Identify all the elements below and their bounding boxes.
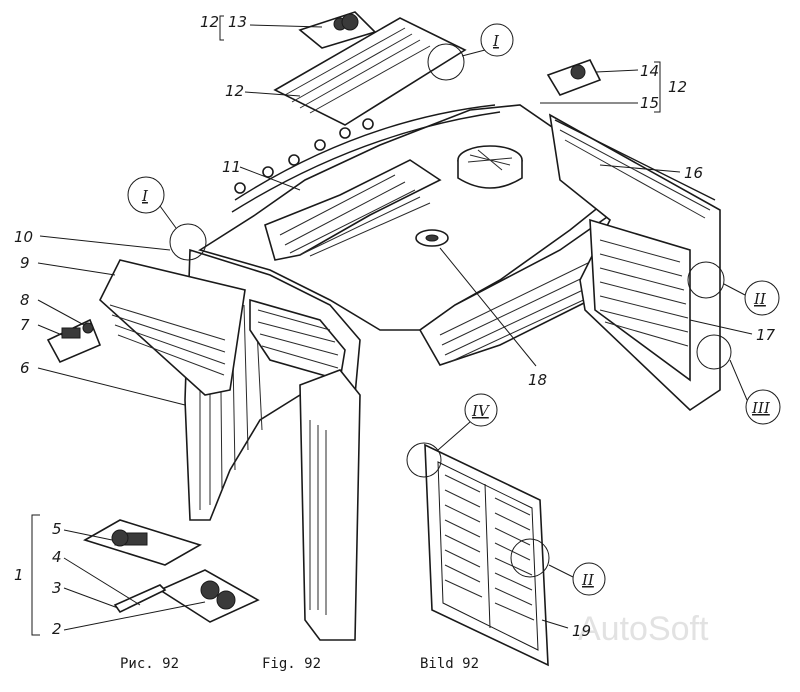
detail-circle-iii-right	[745, 389, 781, 425]
part-labels: 12 13 12 14 15 12 16 11 10 9 8 7 6 17 18…	[14, 13, 776, 640]
detail-circle-i-left	[127, 176, 165, 214]
label-6: 6	[20, 359, 30, 377]
front-grille	[424, 443, 549, 667]
detail-label-ii-grille: II	[581, 571, 595, 589]
fastener-details	[31, 13, 602, 636]
label-13: 13	[228, 13, 247, 31]
detail-label-ii-right: II	[753, 290, 767, 308]
label-14: 14	[640, 62, 659, 80]
detail-label-i-top: I	[492, 32, 500, 50]
label-7: 7	[20, 316, 30, 334]
caption-en: Fig. 92	[262, 656, 321, 672]
label-11: 11	[222, 158, 241, 176]
detail-circle-iv-grille	[464, 393, 498, 427]
left-flap-panel	[99, 259, 246, 396]
hood-assembly	[184, 104, 626, 641]
label-16: 16	[684, 164, 703, 182]
label-5: 5	[52, 520, 62, 538]
watermark: AutoSoft	[578, 610, 709, 648]
label-3: 3	[52, 579, 62, 597]
detail-circle-i-top	[480, 23, 514, 57]
top-cover-plate	[273, 11, 467, 126]
label-1: 1	[14, 566, 24, 584]
caption-ru: Рис. 92	[120, 656, 179, 672]
label-15: 15	[640, 94, 659, 112]
label-17: 17	[756, 326, 776, 344]
label-12-mid: 12	[225, 82, 244, 100]
label-18: 18	[528, 371, 547, 389]
detail-circle-ii-grille	[572, 562, 606, 596]
label-12-right: 12	[668, 78, 687, 96]
label-10: 10	[14, 228, 33, 246]
label-2: 2	[52, 620, 62, 638]
label-8: 8	[20, 291, 30, 309]
detail-label-iv-grille: IV	[471, 402, 491, 420]
label-19: 19	[572, 622, 591, 640]
caption-de: Bild 92	[420, 656, 479, 672]
side-grille-frame	[548, 113, 721, 412]
detail-circles	[127, 23, 781, 596]
leader-lines	[37, 15, 753, 631]
detail-label-i-left: I	[141, 187, 149, 205]
detail-circle-ii-right	[744, 280, 780, 316]
label-12-top: 12	[200, 13, 219, 31]
label-9: 9	[20, 254, 30, 272]
label-4: 4	[52, 548, 62, 566]
figure-captions: Рис. 92 Fig. 92 Bild 92	[120, 656, 479, 672]
detail-labels: I I II III IV II	[141, 32, 771, 589]
detail-label-iii-right: III	[751, 399, 771, 417]
